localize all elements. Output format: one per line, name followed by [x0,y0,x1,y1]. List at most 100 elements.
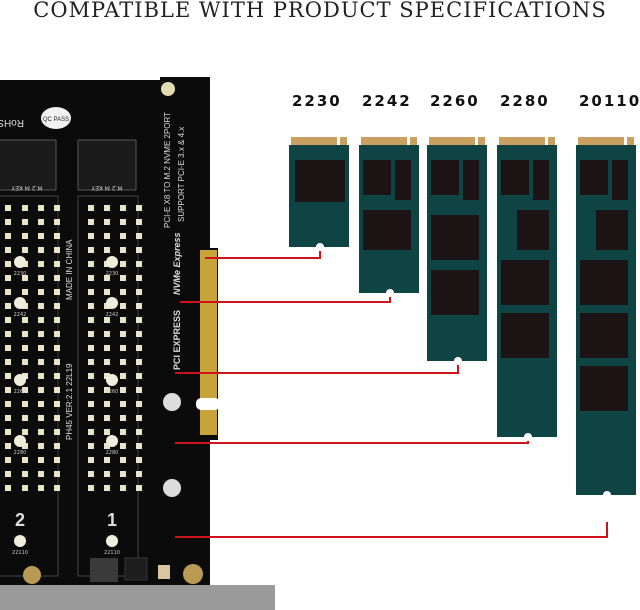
standoff-hole [14,435,26,447]
solder-pad [120,359,126,365]
mounting-notch [316,243,324,251]
ssd-gold-contacts [291,137,347,145]
nand-chip [395,160,411,200]
solder-pad [104,331,110,337]
solder-pad [88,233,94,239]
solder-pad [104,289,110,295]
solder-pad [136,387,142,393]
solder-pad [88,317,94,323]
solder-pad [38,275,44,281]
rohs-label: RoHS [0,117,24,128]
solder-pad [120,485,126,491]
solder-pad [104,219,110,225]
solder-pad [88,415,94,421]
solder-pad [54,247,60,253]
pcie-adapter-card: RoHS QC PASS PCI-E X8 TO M.2 NVME 2PORT … [0,77,275,610]
solder-pad [104,359,110,365]
hole-size-label: 2230 [14,271,27,277]
solder-pad [38,373,44,379]
mounting-hole [161,82,175,96]
solder-pad [88,401,94,407]
nand-chip [580,366,628,411]
solder-pad [38,303,44,309]
solder-pad [104,373,110,379]
size-label-2230: 2230 [292,92,342,110]
solder-pad [88,303,94,309]
solder-pad [136,247,142,253]
length-indicator-line [205,247,321,259]
solder-pad [136,373,142,379]
solder-pad [120,401,126,407]
solder-pad [54,457,60,463]
hole-size-label: 2260 [106,389,119,395]
solder-pad [120,471,126,477]
solder-pad [38,233,44,239]
size-label-2242: 2242 [362,92,412,110]
nand-chip [295,160,345,202]
solder-pad [22,233,28,239]
capacitor [163,393,181,411]
length-indicator-line [175,437,529,444]
solder-pad [120,429,126,435]
solder-pad [88,219,94,225]
solder-pad [22,429,28,435]
solder-pad [136,359,142,365]
solder-pad [120,275,126,281]
solder-pad [136,345,142,351]
solder-pad [120,317,126,323]
solder-pad [54,345,60,351]
nand-chip [431,160,459,195]
solder-pad [38,331,44,337]
solder-pad [104,471,110,477]
solder-pad [22,317,28,323]
solder-pad [38,219,44,225]
solder-pad [38,401,44,407]
solder-pad [22,373,28,379]
hole-size-label: 2260 [14,389,27,395]
solder-pad [22,471,28,477]
solder-pad [88,429,94,435]
hole-size-label: 22110 [12,550,28,556]
solder-pad [136,429,142,435]
solder-pad [5,401,11,407]
solder-pad [54,359,60,365]
standoff-hole [106,297,118,309]
screw [183,564,203,584]
solder-pad [104,415,110,421]
capacitor [163,479,181,497]
solder-pad [136,317,142,323]
solder-pad [88,471,94,477]
solder-pad [54,485,60,491]
nand-chip [596,210,628,250]
solder-pad [136,471,142,477]
pcie-logo: PCI EXPRESS [172,310,182,370]
ssd-2230 [289,137,349,251]
nand-chip [431,215,479,260]
solder-pad [120,247,126,253]
finger-notch [196,398,220,410]
solder-pad [120,289,126,295]
solder-pad [22,457,28,463]
solder-pad [88,457,94,463]
length-indicator-line [175,522,608,538]
solder-pad [5,429,11,435]
solder-pad [104,401,110,407]
hole-size-label: 2242 [14,312,27,318]
solder-pad [120,387,126,393]
solder-pad [22,331,28,337]
solder-pad [136,331,142,337]
qc-pass-label: QC PASS [43,117,69,123]
solder-pad [5,233,11,239]
solder-pad [22,345,28,351]
solder-pad [5,387,11,393]
nand-chip [501,160,529,195]
solder-pad [38,485,44,491]
solder-pad [5,359,11,365]
nand-chip [580,160,608,195]
solder-pad [88,359,94,365]
solder-pad [120,205,126,211]
nand-chip [501,313,549,358]
standoff-hole [106,435,118,447]
solder-pad [5,289,11,295]
